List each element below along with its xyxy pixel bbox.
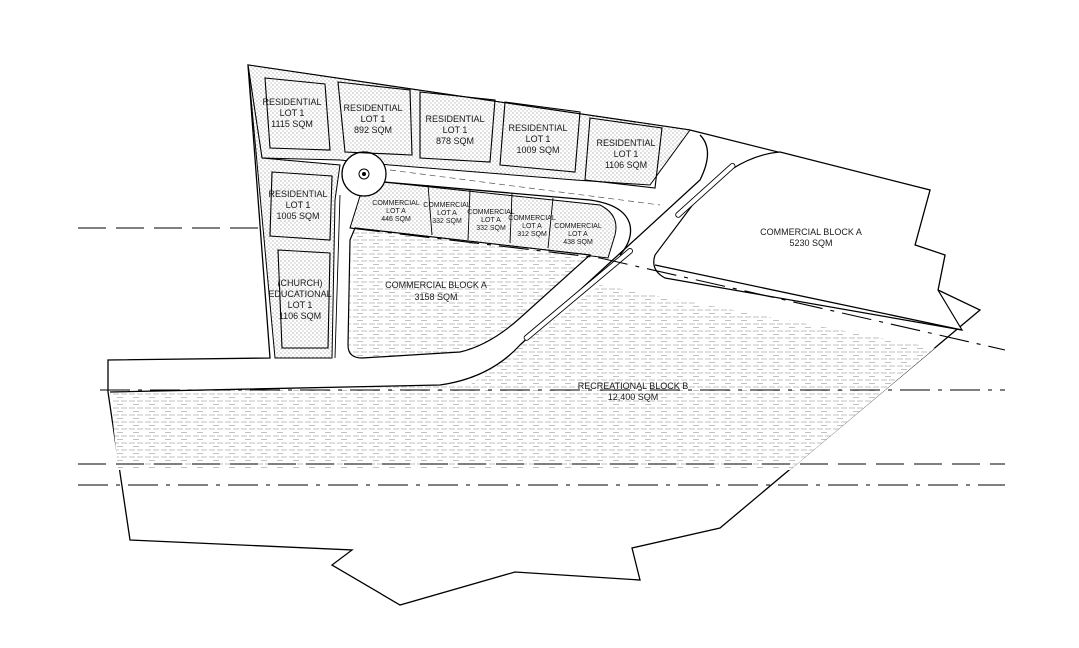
svg-text:332 SQM: 332 SQM	[476, 225, 506, 232]
svg-text:COMMERCIAL: COMMERCIAL	[423, 202, 471, 209]
road-edge-north	[359, 179, 632, 256]
svg-text:LOT 1: LOT 1	[614, 149, 639, 159]
residential-lot-label: RESIDENTIAL LOT 1 1009 SQM	[508, 123, 567, 155]
roundabout-icon	[341, 151, 387, 197]
road-median-east	[675, 162, 736, 218]
svg-text:1106 SQM: 1106 SQM	[279, 311, 321, 321]
svg-text:RESIDENTIAL: RESIDENTIAL	[425, 114, 484, 124]
residential-lot-label: RESIDENTIAL LOT 1 892 SQM	[343, 103, 402, 135]
svg-text:RESIDENTIAL: RESIDENTIAL	[596, 138, 655, 148]
svg-text:COMMERCIAL: COMMERCIAL	[372, 200, 420, 207]
svg-text:COMMERCIAL: COMMERCIAL	[508, 215, 556, 222]
svg-text:LOT 1: LOT 1	[526, 134, 551, 144]
svg-text:312 SQM: 312 SQM	[517, 231, 547, 238]
svg-text:LOT A: LOT A	[437, 210, 457, 217]
svg-text:LOT 1: LOT 1	[280, 108, 305, 118]
svg-text:COMMERCIAL: COMMERCIAL	[554, 223, 602, 230]
svg-text:892 SQM: 892 SQM	[354, 125, 392, 135]
commercial-lot-label: COMMERCIAL LOT A 312 SQM	[508, 215, 556, 238]
svg-text:RESIDENTIAL: RESIDENTIAL	[508, 123, 567, 133]
residential-lot-label: RESIDENTIAL LOT 1 1005 SQM	[268, 189, 327, 221]
svg-text:LOT 1: LOT 1	[286, 200, 311, 210]
church-lot-label: (CHURCH) EDUCATIONAL LOT 1 1106 SQM	[268, 278, 331, 321]
svg-text:LOT 1: LOT 1	[288, 300, 313, 310]
svg-text:LOT A: LOT A	[386, 208, 406, 215]
svg-text:EDUCATIONAL: EDUCATIONAL	[268, 289, 331, 299]
svg-text:COMMERCIAL BLOCK A: COMMERCIAL BLOCK A	[760, 227, 862, 237]
residential-lot-label: RESIDENTIAL LOT 1 1115 SQM	[262, 97, 321, 129]
road-edge-south	[654, 264, 963, 331]
svg-text:COMMERCIAL: COMMERCIAL	[467, 209, 515, 216]
building-footprints	[264, 77, 663, 349]
road-median-center	[523, 248, 633, 341]
svg-text:COMMERCIAL BLOCK A: COMMERCIAL BLOCK A	[385, 280, 487, 290]
svg-text:5230 SQM: 5230 SQM	[789, 238, 832, 248]
svg-text:878 SQM: 878 SQM	[436, 136, 474, 146]
road-edge-west	[334, 194, 341, 359]
commercial-block-center-area	[347, 227, 592, 359]
svg-text:LOT 1: LOT 1	[361, 114, 386, 124]
svg-text:1005 SQM: 1005 SQM	[276, 211, 319, 221]
svg-text:LOT 1: LOT 1	[443, 125, 468, 135]
dashed-line-commercial	[349, 227, 1006, 351]
svg-text:1115 SQM: 1115 SQM	[271, 119, 313, 129]
residential-lot-label: RESIDENTIAL LOT 1 878 SQM	[425, 114, 484, 146]
svg-text:332 SQM: 332 SQM	[432, 218, 462, 225]
svg-text:446 SQM: 446 SQM	[381, 216, 411, 223]
commercial-block-center-label: COMMERCIAL BLOCK A 3158 SQM	[385, 280, 487, 302]
recreational-block-area	[110, 285, 935, 470]
svg-text:(CHURCH): (CHURCH)	[278, 278, 323, 288]
svg-text:438 SQM: 438 SQM	[563, 239, 593, 246]
residential-strip-west	[247, 64, 341, 359]
svg-text:1009 SQM: 1009 SQM	[516, 145, 559, 155]
svg-text:RESIDENTIAL: RESIDENTIAL	[343, 103, 402, 113]
svg-text:RESIDENTIAL: RESIDENTIAL	[268, 189, 327, 199]
road-edge-diagonal	[109, 134, 709, 393]
commercial-lot-label: COMMERCIAL LOT A 446 SQM	[372, 200, 420, 223]
commercial-block-east-area	[653, 151, 964, 331]
svg-text:RECREATIONAL BLOCK B: RECREATIONAL BLOCK B	[578, 381, 689, 391]
svg-text:RESIDENTIAL: RESIDENTIAL	[262, 97, 321, 107]
commercial-lot-label: COMMERCIAL LOT A 438 SQM	[554, 223, 602, 246]
svg-text:3158 SQM: 3158 SQM	[414, 292, 457, 302]
svg-text:1106 SQM: 1106 SQM	[605, 160, 647, 170]
svg-text:12,400 SQM: 12,400 SQM	[608, 392, 659, 402]
commercial-block-east-label: COMMERCIAL BLOCK A 5230 SQM	[760, 227, 862, 248]
recreational-block-label: RECREATIONAL BLOCK B 12,400 SQM	[578, 381, 689, 402]
svg-text:LOT A: LOT A	[481, 217, 501, 224]
commercial-lot-label: COMMERCIAL LOT A 332 SQM	[423, 202, 471, 225]
svg-text:LOT A: LOT A	[522, 223, 542, 230]
commercial-lot-label: COMMERCIAL LOT A 332 SQM	[467, 209, 515, 232]
residential-lot-label: RESIDENTIAL LOT 1 1106 SQM	[596, 138, 655, 170]
svg-text:LOT A: LOT A	[568, 231, 588, 238]
